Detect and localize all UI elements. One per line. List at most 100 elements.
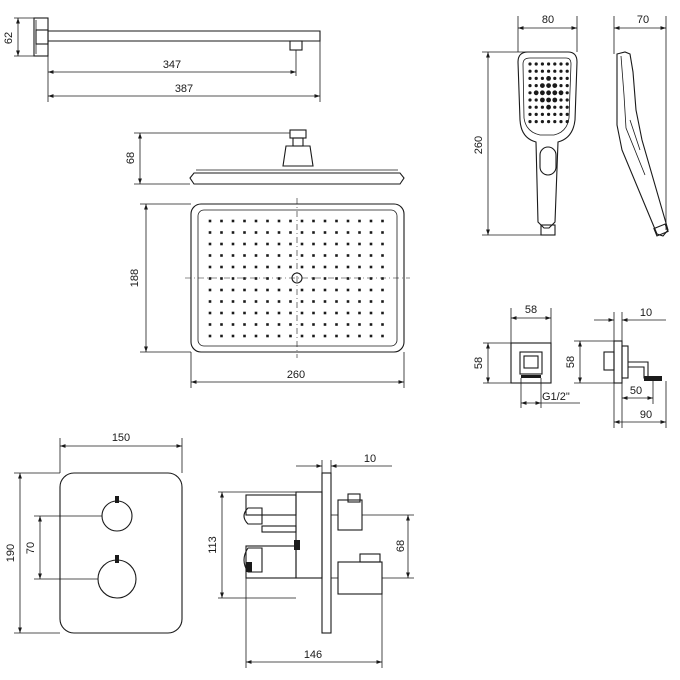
head-nozzle [231,311,235,315]
hand-nozzle [559,98,563,102]
head-nozzle [358,242,361,246]
head-nozzle [369,277,373,280]
head-nozzle [358,334,361,338]
head-nozzle [254,311,258,315]
hand-nozzle [540,120,545,124]
head-nozzle [277,254,281,257]
wall-elbow-side-view [603,340,662,384]
head-nozzle [243,288,246,292]
head-nozzle [323,265,327,269]
head-nozzle [220,288,223,292]
head-nozzle [323,288,327,292]
head-nozzle [277,288,281,292]
head-nozzle [266,219,269,223]
head-nozzle [231,300,235,303]
head-nozzle [369,242,373,246]
head-nozzle [266,288,269,292]
hand-shower-front-view [517,51,578,236]
head-nozzle [358,231,361,234]
valve-body-lower [245,545,297,579]
head-nozzle [289,300,292,303]
head-nozzle [335,265,338,269]
dim-head-depth: 188 [129,203,191,353]
head-nozzle [346,288,350,292]
hand-nozzle [534,98,538,102]
head-nozzle [369,334,373,338]
dim-elbow-width: 58 [510,304,552,343]
hand-nozzle [534,120,538,124]
elbow-side-plate [613,340,623,384]
head-nozzle [381,254,384,257]
hand-nozzle [565,120,569,124]
head-nozzle [369,265,373,269]
head-nozzle [277,334,281,338]
head-nozzle [266,265,269,269]
head-nozzle [300,300,304,303]
hand-side-outline [616,51,669,237]
head-nozzle [220,311,223,315]
head-nozzle [323,334,327,338]
hand-nozzle [559,69,563,73]
head-nozzle [312,311,315,315]
head-nozzle [358,277,361,280]
head-nozzle [358,254,361,257]
hand-nozzle [553,120,557,124]
dim-arm-reach: 347 [47,50,297,102]
hand-nozzle [534,62,538,66]
head-nozzle [335,300,338,303]
dim-hand-length-label: 260 [473,136,485,154]
head-nozzle [208,300,212,303]
head-nozzle [289,242,292,246]
hand-nozzle [546,104,551,110]
head-nozzle [208,231,212,234]
head-nozzle [220,323,223,326]
head-nozzle [381,334,384,338]
arm-flange-inner [35,29,49,45]
hand-nozzle [528,91,532,95]
head-nozzle [346,277,350,280]
head-nozzle [323,242,327,246]
head-nozzle [381,231,384,234]
head-nozzle [312,242,315,246]
hand-nozzle [540,112,545,116]
hand-nozzle [547,69,551,73]
valve-inlet-upper [243,507,263,525]
hand-nozzle [558,90,564,96]
head-nozzle [335,219,338,223]
hand-nozzle [547,62,551,66]
head-nozzle [254,219,258,223]
hand-nozzle [559,76,563,80]
hand-nozzle [534,76,538,80]
dim-elbow-side-height-label: 58 [565,356,577,368]
head-nozzle [289,323,292,326]
dim-knob-spacing: 70 [25,515,102,580]
head-nozzle [231,277,235,280]
head-nozzle [277,242,281,246]
head-nozzle [243,334,246,338]
valve-body-main [295,491,323,579]
head-nozzle [243,219,246,223]
head-nozzle [277,277,281,280]
hand-nozzle [565,62,569,66]
head-nozzle [289,288,292,292]
dim-head-width: 260 [190,352,405,388]
head-nozzle [231,265,235,269]
head-nozzle [381,219,384,223]
head-nozzle [358,219,361,223]
hand-nozzle [534,105,538,109]
dim-arm-length-label: 387 [175,83,193,95]
head-nozzle [220,334,223,338]
dim-valve-depth-label: 146 [304,649,322,661]
dim-hand-depth-label: 70 [637,14,649,26]
hand-nozzle [528,112,532,116]
head-nozzle [254,254,258,257]
hand-body-outline [517,51,578,229]
head-nozzle [208,288,212,292]
head-nozzle [335,277,338,280]
hand-nozzle [528,62,532,66]
head-nozzle [312,323,315,326]
hand-nozzle [553,105,557,109]
head-nozzle [346,265,350,269]
hand-nozzle [534,69,538,73]
head-nozzle [323,219,327,223]
